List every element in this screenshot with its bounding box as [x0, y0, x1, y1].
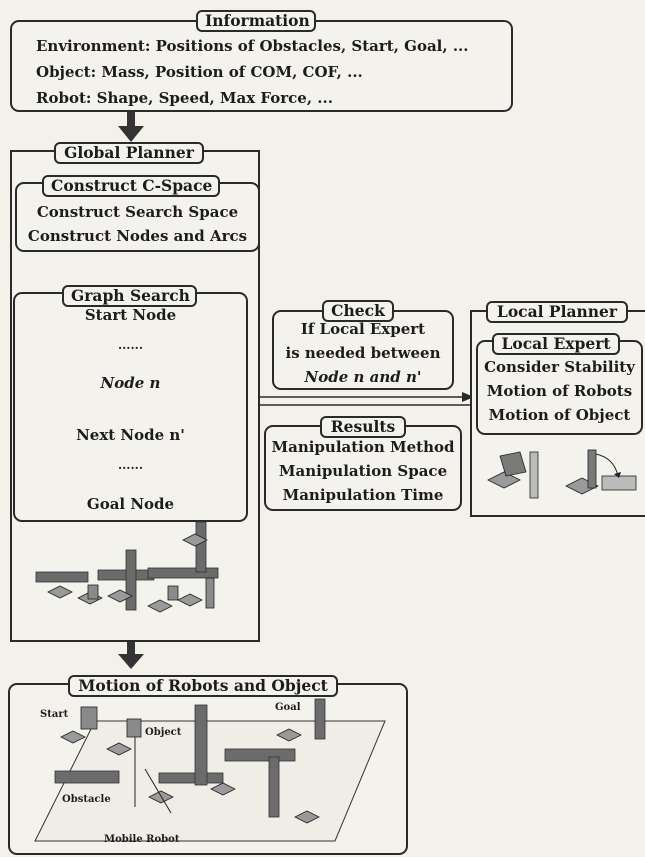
results-line-method: Manipulation Method [271, 438, 455, 456]
obstacle-wall [268, 756, 280, 818]
obstacle-wall [314, 698, 326, 740]
obstacle-wall [158, 772, 224, 784]
motion-label-obstacle: Obstacle [62, 794, 111, 805]
results-box [264, 425, 462, 511]
motion-label-goal: Goal [275, 702, 301, 713]
information-line-object: Object: Mass, Position of COM, COF, ... [36, 63, 363, 81]
graph-dots-2: ...... [117, 458, 144, 472]
rotation-arrow-head-icon [614, 472, 621, 478]
pointer-line [144, 768, 172, 814]
global-planner-title: Global Planner [54, 142, 204, 164]
information-title: Information [196, 10, 316, 32]
obstacle-wall [147, 567, 219, 579]
graph-goal-node: Goal Node [86, 495, 175, 513]
results-line-time: Manipulation Time [282, 486, 444, 504]
robot-icon [177, 593, 203, 607]
obstacle-wall [601, 475, 637, 491]
motion-label-start: Start [40, 709, 69, 720]
check-line-1: If Local Expert [300, 320, 426, 338]
arrow-global-to-motion [118, 640, 144, 669]
obstacle-wall [195, 521, 207, 573]
graph-search-box [13, 292, 248, 522]
robot-icon [182, 533, 208, 547]
robot-icon [60, 730, 86, 744]
robot-icon [106, 742, 132, 756]
graph-start-node: Start Node [84, 306, 177, 324]
information-line-environment: Environment: Positions of Obstacles, Sta… [36, 37, 469, 55]
local-expert-box [476, 340, 643, 435]
check-line-3: Node n and n' [304, 368, 422, 386]
local-planner-illustration [487, 449, 637, 499]
information-line-robot: Robot: Shape, Speed, Max Force, ... [36, 89, 333, 107]
motion-label-object: Object [145, 727, 182, 738]
cspace-line-search-space: Construct Search Space [36, 203, 239, 221]
check-title: Check [322, 300, 394, 322]
obstacle-wall [529, 451, 539, 499]
check-box [272, 310, 454, 390]
local-expert-line-robots: Motion of Robots [486, 382, 633, 400]
robot-icon [210, 782, 236, 796]
local-expert-line-object: Motion of Object [488, 406, 631, 424]
object-block [499, 451, 527, 477]
results-title: Results [320, 416, 406, 438]
motion-title: Motion of Robots and Object [68, 675, 338, 697]
obstacle-wall [194, 704, 208, 786]
obstacle-wall [54, 770, 120, 784]
obstacle-wall [125, 549, 137, 611]
graph-node-n: Node n [100, 374, 161, 392]
global-planner-illustration [35, 521, 219, 613]
cspace-line-nodes-arcs: Construct Nodes and Arcs [27, 227, 248, 245]
local-planner-title: Local Planner [486, 301, 628, 323]
object-block [87, 584, 99, 600]
object-block [587, 449, 597, 489]
obstacle-wall [35, 571, 89, 583]
local-expert-title: Local Expert [492, 333, 620, 355]
start-object-block [80, 706, 98, 730]
graph-next-node: Next Node n' [76, 426, 185, 444]
robot-icon [147, 599, 173, 613]
robot-icon [47, 585, 73, 599]
arrow-info-to-global [118, 110, 144, 142]
object-block [167, 585, 179, 601]
local-expert-line-stability: Consider Stability [484, 358, 635, 376]
cspace-title: Construct C-Space [42, 175, 220, 197]
obstacle-wall [224, 748, 296, 762]
robot-icon [487, 471, 521, 489]
rotation-arrow-icon [595, 453, 619, 477]
robot-icon [276, 728, 302, 742]
object-block [126, 718, 142, 738]
check-line-2: is needed between [285, 344, 441, 362]
motion-label-mobile-robot: Mobile Robot [104, 834, 180, 845]
robot-icon [294, 810, 320, 824]
robot-icon [107, 589, 133, 603]
results-line-space: Manipulation Space [278, 462, 448, 480]
graph-search-title: Graph Search [62, 285, 197, 307]
graph-dots-1: ...... [117, 338, 144, 352]
motion-illustration [34, 698, 386, 842]
object-block [205, 577, 215, 609]
